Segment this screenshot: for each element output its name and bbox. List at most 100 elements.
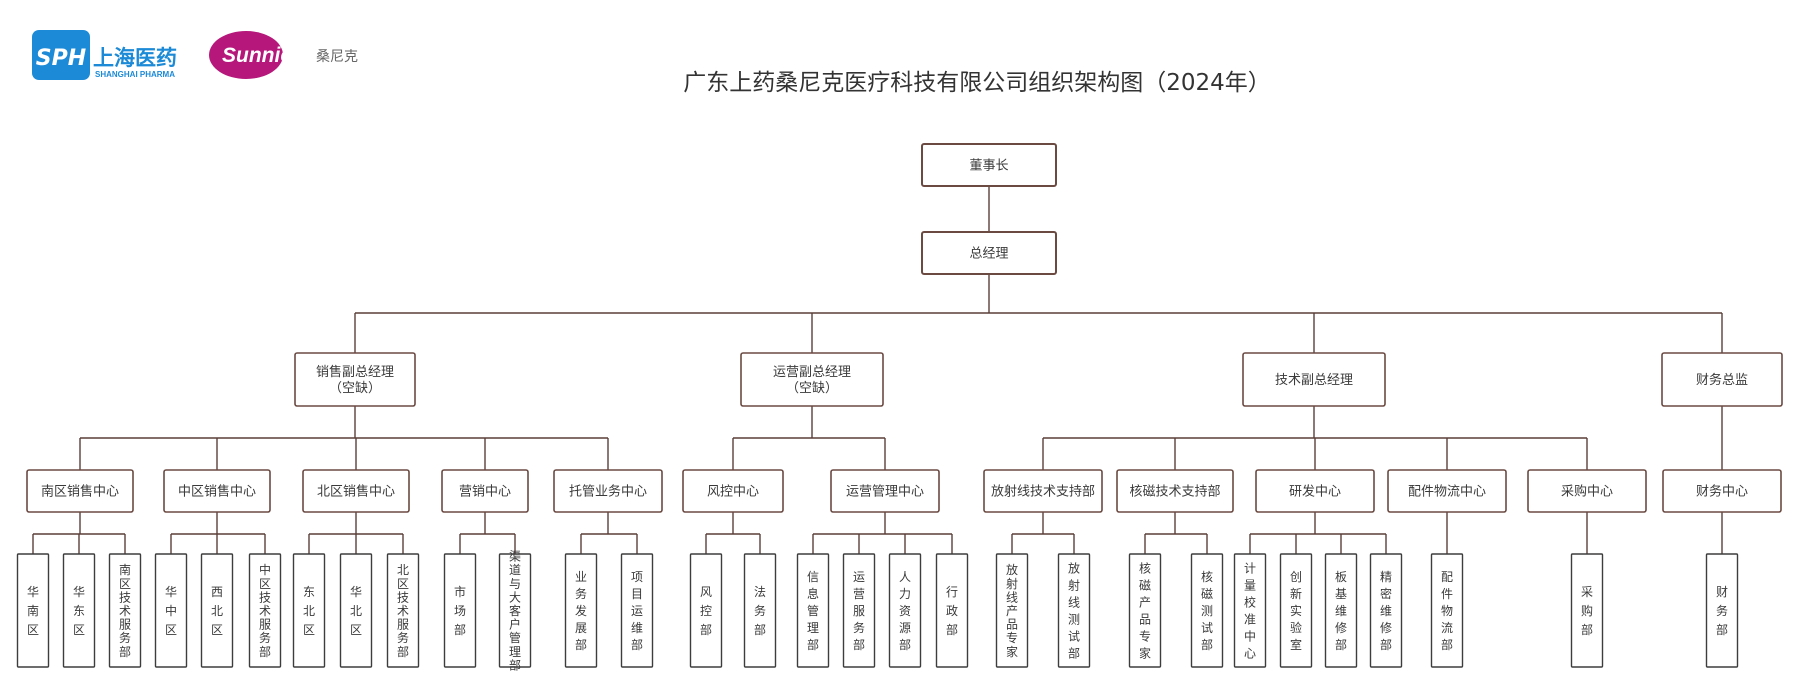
vp-1-center-3-unit-2-box [339, 553, 373, 668]
vp-3-center-1-unit-2-box [1057, 553, 1091, 668]
vp-3-center-3-box [1255, 469, 1375, 513]
vp-1-center-3-unit-3-box [386, 553, 420, 668]
vp-2-center-1-unit-1-label: 风控部 [700, 585, 712, 637]
vp-2-center-2-label: 运营管理中心 [846, 485, 924, 500]
vp-1-center-4-label: 营销中心 [459, 485, 511, 500]
vp-1-center-2-label: 中区销售中心 [178, 484, 256, 500]
vp-2-center-2-unit-1-box [796, 553, 830, 668]
vp-3-center-4-box [1387, 469, 1507, 513]
vp-1-center-3-unit-1-box [292, 553, 326, 668]
vp-3-center-3-unit-3-label: 板基维修部 [1335, 570, 1347, 652]
vp-1-center-2-unit-2-label: 西北区 [211, 585, 223, 637]
vp-3-center-3-unit-1-box [1233, 553, 1267, 668]
sph-logo: SPH 上海医药 SHANGHAI PHARMA [32, 30, 177, 80]
vp-1-center-3-unit-3-label: 北区技术服务部 [397, 563, 409, 659]
vp-1-center-2-unit-3-box [248, 553, 282, 668]
vp-3-center-3-unit-2-box [1279, 553, 1313, 668]
vp-3-center-3-label: 研发中心 [1289, 484, 1341, 500]
vp-1-center-1-unit-3-box [108, 553, 142, 668]
vp-1-center-1-unit-1-label: 华南区 [27, 585, 39, 637]
vp-1-center-2-unit-1-box [154, 553, 188, 668]
vp-2-label: 运营副总经理 [773, 365, 851, 380]
general-manager-box [921, 231, 1057, 275]
vp-1-center-1-box [26, 469, 134, 513]
sph-logo-mark-bg [32, 30, 90, 80]
vp-1-center-5-label: 托管业务中心 [569, 484, 647, 500]
vp-2-center-1-label: 风控中心 [707, 485, 759, 500]
vp-1-center-2-unit-2-box [200, 553, 234, 668]
vp-1-center-5-box [553, 469, 663, 513]
vp-1-center-1-unit-2-box [62, 553, 96, 668]
vp-2-center-2-box [830, 469, 940, 513]
vp-3-center-3-unit-2-label: 创新实验室 [1290, 570, 1302, 652]
vp-3-center-2-label: 核磁技术支持部 [1129, 485, 1220, 500]
vp-2-center-1-unit-2-box [743, 553, 777, 668]
vp-1-center-5-unit-2-box [620, 553, 654, 668]
vp-2-center-2-unit-4-label: 行政部 [946, 585, 958, 637]
vp-1-center-1-unit-1-box [16, 553, 50, 668]
vp-1-center-5-unit-1-box [564, 553, 598, 668]
sunnico-logo-mark: Sunnico [222, 44, 305, 67]
vp-1-center-4-unit-1-box [443, 553, 477, 668]
vp-3-center-2-box [1116, 469, 1234, 513]
vp-1-center-4-unit-2-box [498, 553, 532, 668]
vp-3-center-1-unit-1-label: 放射线产品专家 [1006, 562, 1018, 659]
vp-1-center-5-unit-1-label: 业务发展部 [575, 570, 587, 652]
sunnico-logo-bg [209, 31, 283, 79]
vp-2-center-1-box [682, 469, 784, 513]
vp-2-center-2-unit-1-label: 信息管理部 [807, 570, 819, 652]
vp-3-center-2-unit-2-label: 核磁测试部 [1201, 570, 1213, 652]
vp-1-center-1-unit-2-label: 华东区 [73, 585, 85, 637]
chairman-box [921, 143, 1057, 187]
vp-3-center-5-label: 采购中心 [1561, 484, 1613, 500]
vp-1-center-4-unit-1-label: 市场部 [454, 584, 466, 637]
vp-2-center-2-unit-3-box [888, 553, 922, 668]
vp-1-center-4-box [441, 469, 529, 513]
vp-4-label: 财务总监 [1696, 372, 1748, 388]
sph-logo-name: 上海医药 [93, 46, 177, 70]
general-manager-label: 总经理 [969, 247, 1008, 262]
vp-3-center-3-unit-4-label: 精密维修部 [1380, 570, 1392, 652]
vp-4-center-1-box [1662, 469, 1782, 513]
vp-1-center-3-unit-1-label: 东北区 [303, 585, 315, 637]
vp-2-center-1-unit-1-box [689, 553, 723, 668]
vp-1-center-2-unit-1-label: 华中区 [165, 585, 177, 637]
vp-3-box [1242, 352, 1386, 407]
vp-2-label: （空缺） [786, 381, 838, 396]
vp-3-center-2-unit-1-label: 核磁产品专家 [1139, 562, 1151, 661]
vp-3-center-4-unit-1-label: 配件物流部 [1441, 570, 1453, 652]
vp-1-center-1-unit-3-label: 南区技术服务部 [119, 562, 131, 659]
vp-3-center-3-unit-1-label: 计量校准中心 [1244, 562, 1256, 661]
vp-3-center-1-unit-1-box [995, 553, 1029, 668]
chart-title: 广东上药桑尼克医疗科技有限公司组织架构图（2024年） [683, 70, 1271, 96]
vp-2-center-2-unit-2-label: 运营服务部 [853, 570, 865, 652]
vp-1-center-4-unit-2-label: 渠道与大客户管理部 [509, 550, 521, 673]
vp-1-box [294, 352, 416, 407]
vp-2-box [740, 352, 884, 407]
vp-3-center-1-label: 放射线技术支持部 [991, 484, 1095, 500]
vp-3-center-2-unit-1-box [1128, 553, 1162, 668]
vp-3-center-3-unit-3-box [1324, 553, 1358, 668]
vp-3-center-1-unit-2-label: 放射线测试部 [1068, 561, 1080, 661]
vp-3-center-5-unit-1-label: 采购部 [1581, 585, 1593, 637]
vp-1-center-3-label: 北区销售中心 [317, 484, 395, 500]
vp-1-center-2-unit-3-label: 中区技术服务部 [259, 562, 271, 659]
vp-2-center-2-unit-4-box [935, 553, 969, 668]
vp-3-center-1-box [983, 469, 1103, 513]
vp-2-center-2-unit-3-label: 人力资源部 [899, 570, 911, 652]
sunnico-logo-name: 桑尼克 [316, 49, 358, 65]
vp-1-label: （空缺） [329, 381, 381, 396]
vp-3-center-3-unit-4-box [1369, 553, 1403, 668]
vp-2-center-1-unit-2-label: 法务部 [754, 585, 766, 637]
vp-4-center-1-unit-1-box [1705, 553, 1739, 668]
vp-3-center-5-box [1527, 469, 1647, 513]
chairman-label: 董事长 [969, 159, 1008, 174]
sph-logo-mark: SPH [36, 46, 86, 71]
vp-1-center-3-unit-2-label: 华北区 [350, 585, 362, 637]
sunnico-logo: Sunnico 桑尼克 [209, 31, 358, 79]
vp-3-center-4-label: 配件物流中心 [1408, 485, 1486, 500]
vp-3-center-4-unit-1-box [1430, 553, 1464, 668]
vp-3-center-2-unit-2-box [1190, 553, 1224, 668]
sph-logo-sub: SHANGHAI PHARMA [95, 70, 175, 79]
